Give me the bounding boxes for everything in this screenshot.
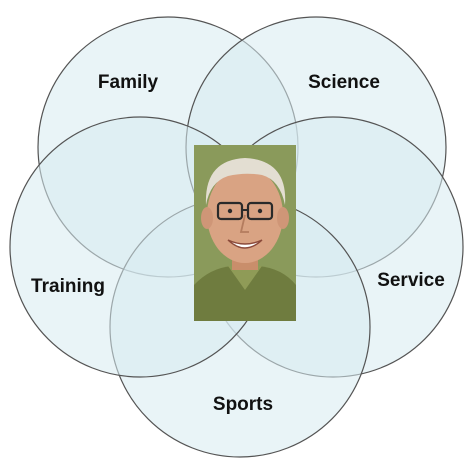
label-training: Training xyxy=(31,276,105,297)
portrait-photo xyxy=(194,145,296,321)
label-science: Science xyxy=(308,72,380,93)
labels: Family Science Service Sports Training xyxy=(31,72,445,415)
label-service: Service xyxy=(377,270,445,291)
label-family: Family xyxy=(98,72,159,93)
label-sports: Sports xyxy=(213,394,273,415)
